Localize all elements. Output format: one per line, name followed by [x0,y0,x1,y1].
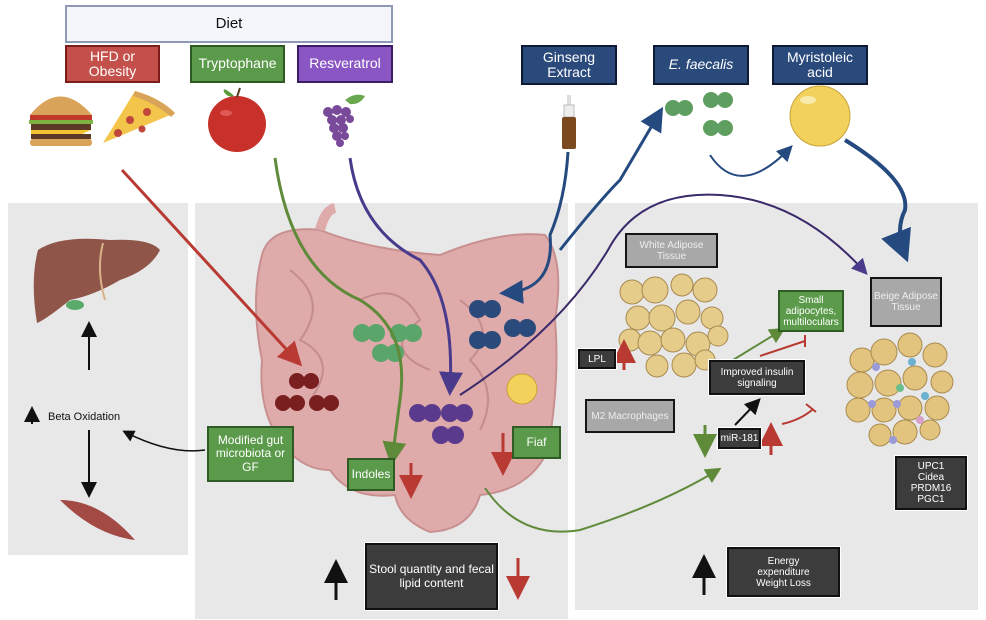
fiaf-to-mir-arrow [484,467,722,533]
lpl-box: LPL [578,349,616,369]
resveratrol-box: Resveratrol [297,45,393,83]
modified-microbiota-box: Modified gut microbiota or GF [207,426,294,482]
lipid-droplet-in-gut [506,373,538,405]
gut-to-efaecalis-arrow [558,106,664,251]
apple-icon [208,87,266,152]
markers-box: UPC1 Cidea PRDM16 PGC1 [895,456,967,510]
efaecalis-to-myristoleic-arrow [709,145,793,177]
hfd-obesity-box: HFD or Obesity [65,45,160,83]
marker-upc1: UPC1 [917,461,945,472]
e-faecalis-box: E. faecalis [653,45,749,85]
resveratrol-arrow [348,157,463,396]
bacteria-icon [665,92,733,136]
tryptophane-arrow [273,157,407,466]
diet-header: Diet [65,5,393,43]
ginseng-extract-box: Ginseng Extract [521,45,617,85]
marker-prdm16: PRDM16 [910,483,952,494]
microbiota-to-beta-oxidation-arrow [122,430,206,452]
ginseng-arrow [499,151,570,304]
burger-icon [29,96,93,146]
navy-bacteria-cluster [469,300,536,349]
liver-icon [33,238,160,323]
grapes-icon [323,94,365,147]
beta-oxidation-label: Beta Oxidation [48,411,121,423]
myristoleic-to-beige-arrow [843,138,911,263]
insulin-to-small-adipocytes-arrow [732,327,786,361]
nasal-spray-bottle-icon [562,95,576,149]
purple-bacteria-cluster [409,404,473,444]
marker-pgc1: PGC1 [917,494,945,505]
intestine-illustration [255,203,560,534]
beige-adipose-tissue-box: Beige Adipose Tissue [870,277,942,327]
muscle-icon [60,500,135,540]
inhibition-line [759,335,806,357]
tryptophane-box: Tryptophane [190,45,285,83]
improved-insulin-box: Improved insulin signaling [709,360,805,395]
gut-to-beige-arrow [459,193,868,396]
lipid-droplet-icon [789,85,851,147]
red-bacteria-cluster [275,373,339,411]
white-adipose-tissue-box: White Adipose Tissue [625,233,718,268]
m2-macrophages-box: M2 Macrophages [585,399,675,433]
pizza-icon [103,91,175,143]
energy-expenditure-box: Energy expenditure Weight Loss [727,547,840,597]
indoles-box: Indoles [347,458,395,491]
beige-adipose-cells [845,332,954,447]
myristoleic-acid-box: Myristoleic acid [772,45,868,85]
hfd-arrow [120,168,303,367]
stool-quantity-box: Stool quantity and fecal lipid content [365,543,498,610]
white-adipose-cells [618,273,729,378]
red-inhibition-curve [781,403,817,425]
small-adipocytes-box: Small adipocytes, multiloculars [778,290,844,332]
marker-cidea: Cidea [917,472,945,483]
mir-to-insulin-arrow [734,398,761,426]
mir-181-box: miR-181 [718,428,761,449]
fiaf-box: Fiaf [512,426,561,459]
